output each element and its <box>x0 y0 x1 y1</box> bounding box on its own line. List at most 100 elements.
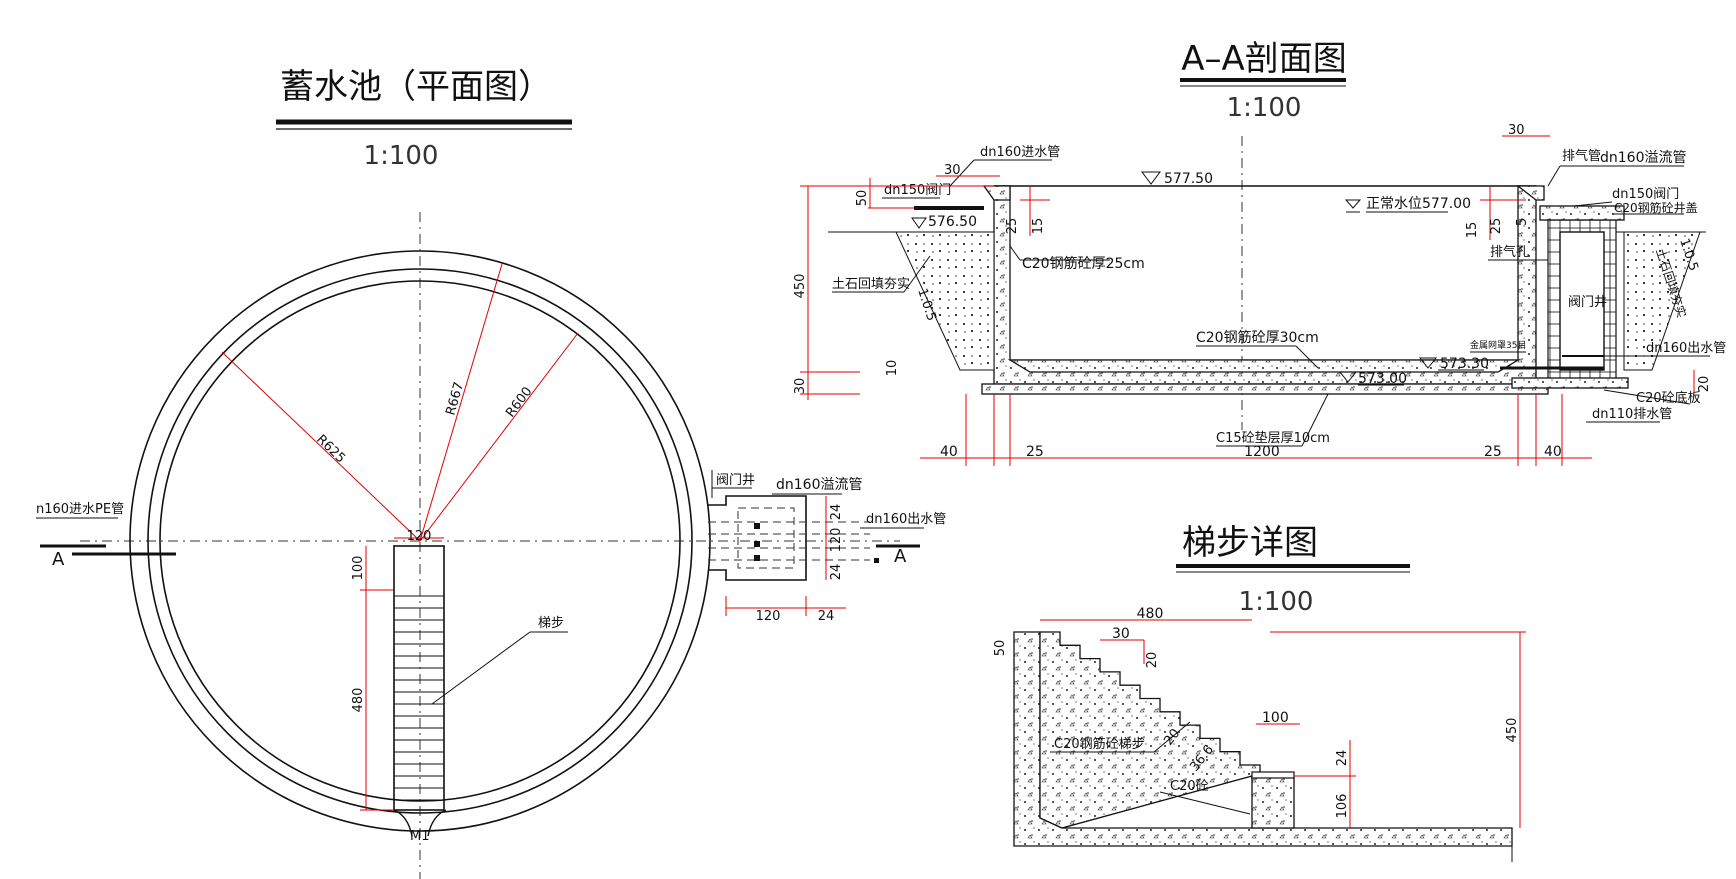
cushion-note-leader-d <box>1301 393 1329 447</box>
label-stair-width: 120 <box>407 529 432 544</box>
stair-note-leader-d <box>1153 721 1191 753</box>
valve-well-inner <box>737 507 795 569</box>
label-well-side: 24 <box>818 609 835 624</box>
label-well-width: 120 <box>756 609 781 624</box>
block-note-leader <box>1159 791 1251 815</box>
label-well-h-side1: 24 <box>829 504 844 521</box>
outlet-label-section: dn160出水管 <box>1646 341 1726 356</box>
label-stair-480: 480 <box>1137 606 1164 622</box>
valve-1 <box>754 523 760 529</box>
valve-right-label: dn150阀门 <box>1612 187 1679 202</box>
vent-leader <box>1547 165 1561 187</box>
block-note: C20砼 <box>1170 779 1209 794</box>
stair-note: C20钢筋砼梯步 <box>1054 736 1145 752</box>
elev-ground-mark <box>911 217 927 229</box>
valve-well-label: 阀门井 <box>716 473 755 488</box>
label-well-height: 120 <box>829 528 844 553</box>
valve-well-cover <box>1539 205 1625 221</box>
stair-treads <box>394 595 444 801</box>
elev-normal-mark <box>1344 199 1362 209</box>
valve-well-chamber <box>1559 231 1605 371</box>
stair-leader <box>431 631 531 705</box>
label-well-h-side2: 24 <box>829 564 844 581</box>
section-title: A–A剖面图 <box>1181 39 1347 79</box>
cushion-note: C15砼垫层厚10cm <box>1216 430 1330 446</box>
valve-left-label: dn150阀门 <box>884 183 951 198</box>
elev-top: 577.50 <box>1164 171 1213 187</box>
floor-note-leader-d <box>1295 345 1319 369</box>
base-slab-label: C20砼底板 <box>1636 390 1701 406</box>
right-cap <box>1516 185 1545 201</box>
plan-title: 蓄水池（平面图） <box>280 67 552 107</box>
floor-note: C20钢筋砼厚30cm <box>1196 329 1319 346</box>
label-d-40l: 40 <box>940 444 958 460</box>
backfill-leader-d <box>903 255 931 293</box>
label-stair-24: 24 <box>1335 750 1350 767</box>
label-stair-top: 100 <box>351 556 366 581</box>
left-cap <box>982 185 1011 201</box>
ring-inner <box>159 280 681 802</box>
section-scale: 1:100 <box>1227 93 1302 123</box>
label-d-30-top: 30 <box>944 163 961 178</box>
pool-concrete-shell <box>993 185 1537 385</box>
overflow-label-section: dn160溢流管 <box>1600 150 1686 166</box>
label-d-20r: 20 <box>1697 376 1712 393</box>
drain-label: dn110排水管 <box>1592 407 1672 422</box>
inlet-leader-section <box>949 159 975 187</box>
elev-top-mark <box>1141 171 1161 185</box>
vent-hole-label: 排气孔 <box>1490 244 1529 260</box>
label-d-5r: 5 <box>1515 218 1530 226</box>
plan-scale: 1:100 <box>364 141 439 171</box>
inlet-label: n160进水PE管 <box>36 502 124 517</box>
stair-label: 梯步 <box>538 616 564 631</box>
valve-right-leader <box>1573 201 1613 207</box>
stair-detail: 梯步详图 1:100 480 30 20 50 100 24 106 450 3… <box>993 523 1526 862</box>
mesh-label: 金属网罩35目 <box>1470 339 1526 351</box>
inlet-label-section: dn160进水管 <box>980 145 1060 160</box>
stair-block-top <box>1251 771 1295 779</box>
wall-note-leader <box>1009 245 1021 261</box>
elev-ground: 576.50 <box>928 214 977 230</box>
section-cut-dot <box>874 558 879 563</box>
label-d-30-right: 30 <box>1508 123 1525 138</box>
label-stair-100: 100 <box>1262 710 1289 726</box>
radius-line-r667 <box>419 263 503 542</box>
left-backfill <box>895 231 995 371</box>
stair-detail-scale: 1:100 <box>1239 587 1314 617</box>
plan-view: 蓄水池（平面图） 1:100 R667 R600 R625 n160进水PE管 … <box>36 67 946 879</box>
ring-middle <box>147 268 693 814</box>
valve-well-label-section: 阀门井 <box>1568 295 1607 310</box>
label-stair-450: 450 <box>1505 718 1520 743</box>
label-d-15r: 15 <box>1465 222 1480 239</box>
stair-foot <box>393 809 447 837</box>
label-r625: R625 <box>313 432 348 466</box>
label-d-25rr: 25 <box>1484 444 1502 460</box>
outlet-label: dn160出水管 <box>866 512 946 527</box>
label-stair-20: 20 <box>1145 652 1160 669</box>
section-view: A–A剖面图 1:100 1:0.5 dn160进水管 dn150阀门 <box>793 39 1726 466</box>
stair-outline <box>393 545 445 811</box>
radius-line-r625 <box>221 351 421 542</box>
base-slab-leader <box>1603 389 1691 405</box>
ring-outer <box>129 250 711 832</box>
elev-normal: 正常水位577.00 <box>1366 196 1471 212</box>
vent-label: 排气管 <box>1562 148 1601 164</box>
stair-block <box>1251 775 1295 829</box>
label-d-25r: 25 <box>1489 218 1504 235</box>
pool-fillet <box>1007 359 1521 373</box>
section-mark-right: A <box>894 546 907 567</box>
stair-detail-title: 梯步详图 <box>1182 523 1318 563</box>
label-d-450: 450 <box>793 274 808 299</box>
label-stair-50: 50 <box>993 640 1008 657</box>
valve-3 <box>754 555 760 561</box>
label-d-15: 15 <box>1031 218 1046 235</box>
label-stair-30: 30 <box>1112 626 1130 642</box>
label-r600: R600 <box>503 384 535 420</box>
wall-note: C20钢筋砼厚25cm <box>1022 255 1145 272</box>
valve-well-outline <box>708 495 807 581</box>
overflow-label: dn160溢流管 <box>776 477 862 493</box>
elev-right-mark <box>1418 357 1438 369</box>
label-d-1200: 1200 <box>1244 444 1280 460</box>
well-cover-label: C20钢筋砼井盖 <box>1614 200 1698 215</box>
